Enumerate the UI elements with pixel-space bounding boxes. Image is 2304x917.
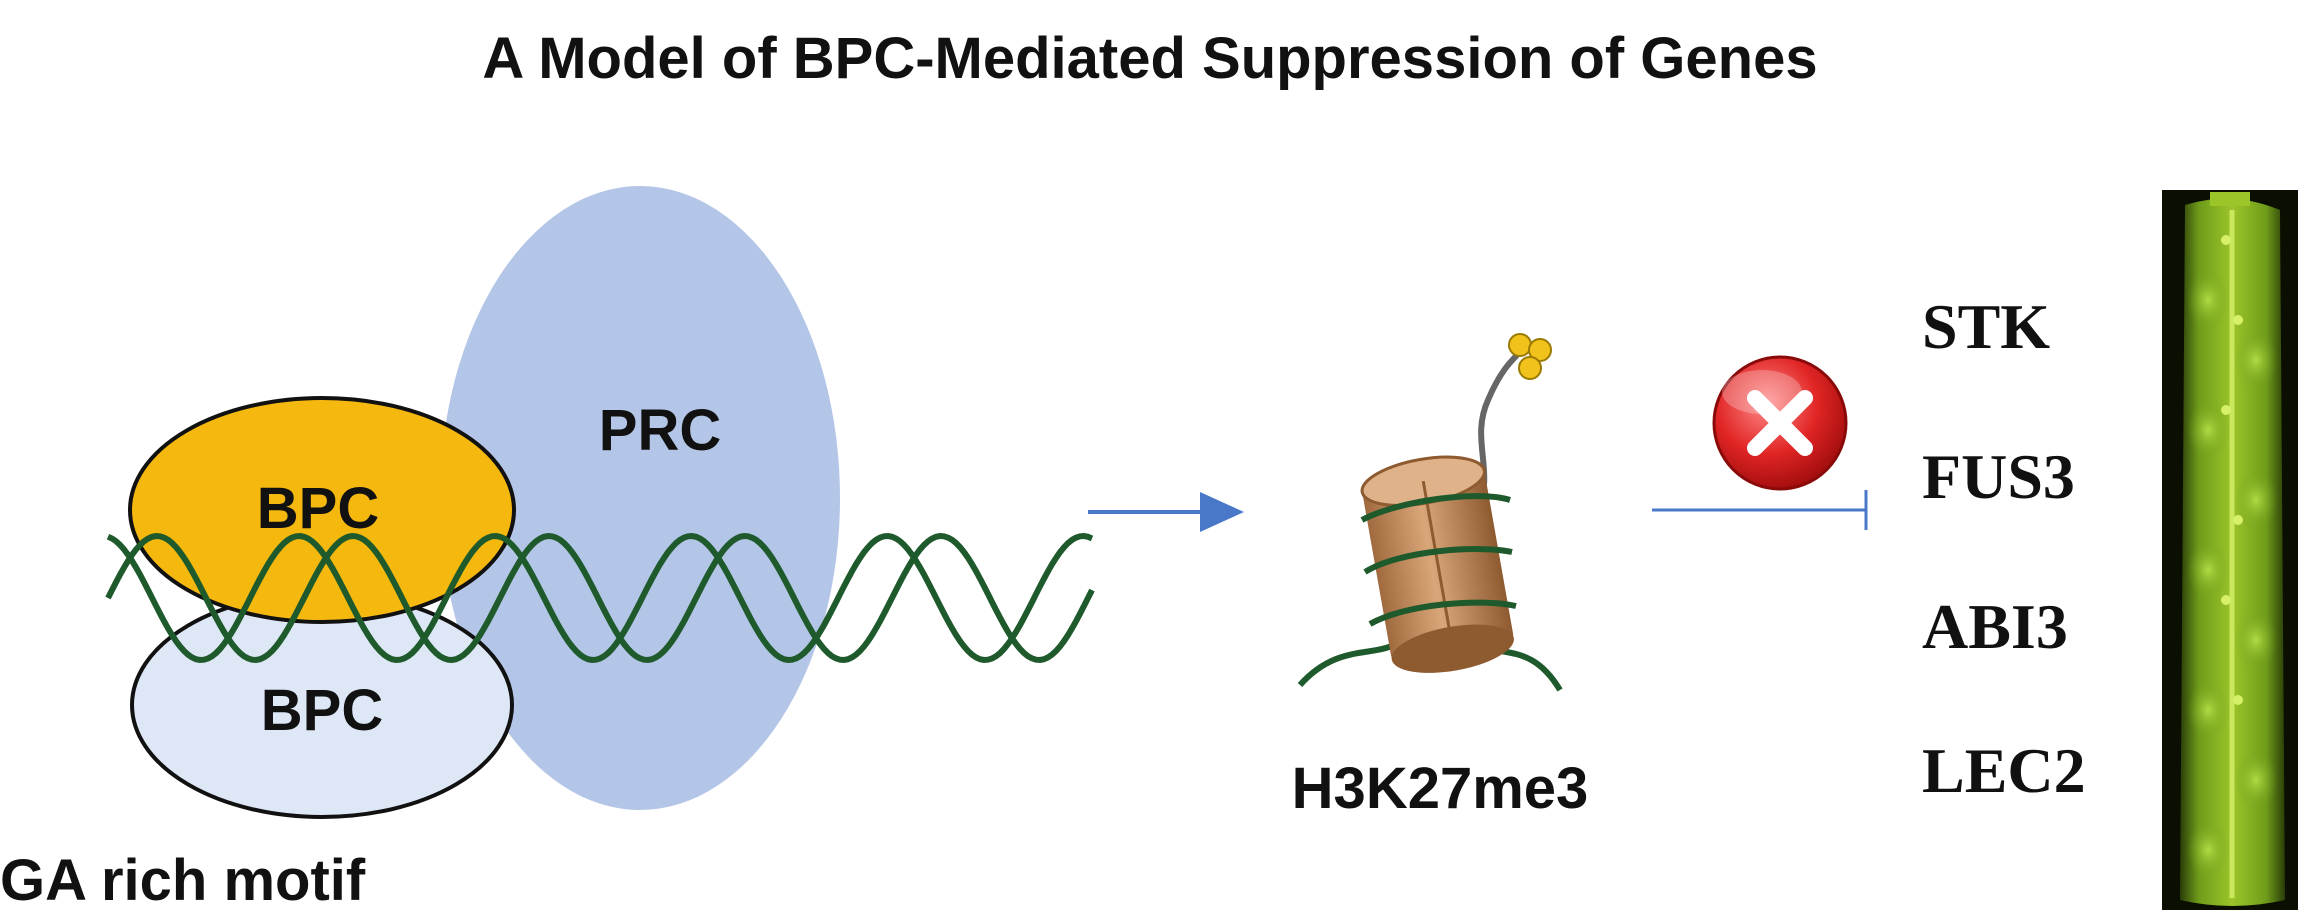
h3k27me3-label: H3K27me3 [1292,756,1589,821]
bpc-top-ellipse [128,396,516,624]
prc-ellipse [440,186,840,810]
bpc-top-label: BPC [257,476,379,541]
prc-complex: PRC [440,186,840,810]
inhibition-bar-icon [1652,490,1868,530]
bpc-bottom-label: BPC [261,678,383,743]
gene-label: LEC2 [1922,735,2086,806]
gene-label: FUS3 [1922,441,2075,512]
dna-helix [105,532,1095,664]
diagram-title: A Model of BPC-Mediated Suppression of G… [482,26,1817,91]
gene-label: ABI3 [1922,591,2068,662]
gene-list: STK FUS3 ABI3 LEC2 [1922,291,2086,806]
motif-label: GA rich motif [0,848,366,913]
dna-strand-1 [105,532,1095,664]
red-x-circle-icon [1712,355,1848,491]
dna-strand-2 [106,532,1094,664]
bpc-bottom: BPC [130,591,514,819]
prc-label: PRC [599,398,721,463]
nucleosome-icon [1297,333,1563,692]
bpc-top: BPC [128,396,516,624]
methyl-group-icon [1508,333,1532,357]
silique-photo [2162,190,2298,910]
gene-label: STK [1922,291,2050,362]
methyl-group-icon [1528,338,1552,362]
methyl-group-icon [1518,356,1542,380]
right-arrow-icon [1088,492,1244,532]
